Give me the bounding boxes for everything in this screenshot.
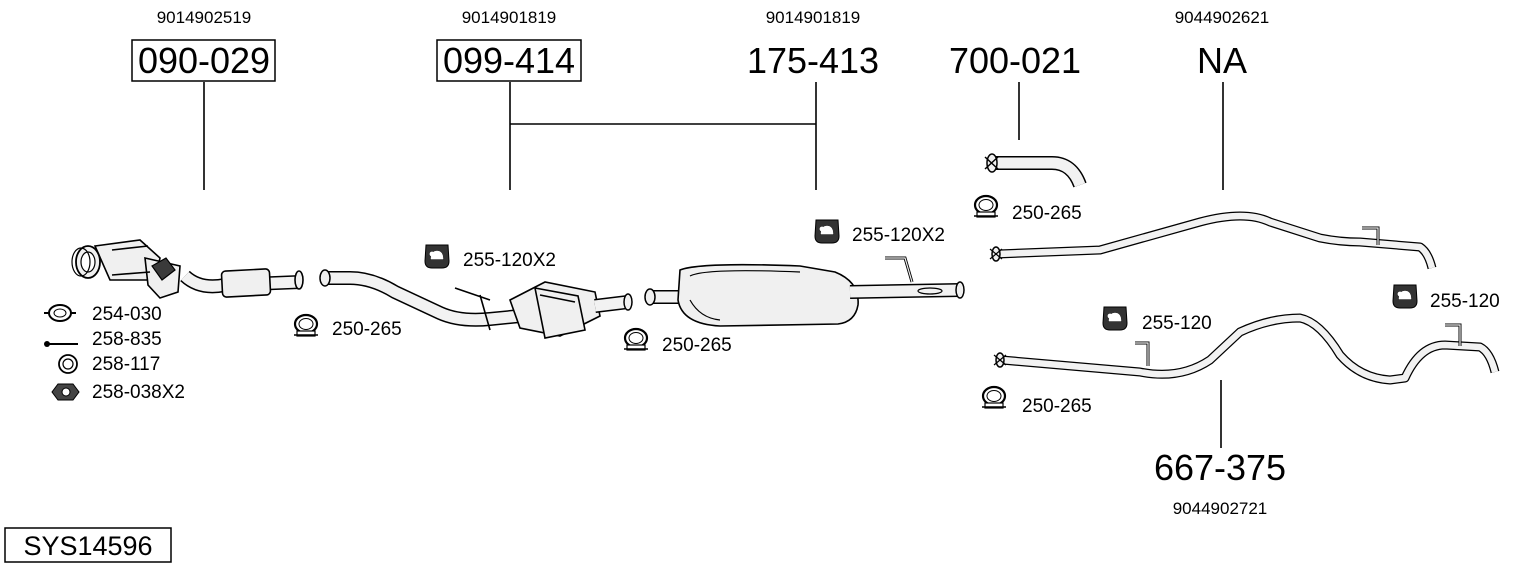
- part-667-375-number[interactable]: 667-375: [1154, 447, 1286, 488]
- part-090-029-oem-label: 9014902519: [157, 8, 252, 27]
- part-175-413-number[interactable]: 175-413: [747, 40, 879, 81]
- system-id-box: [4, 527, 172, 563]
- accessory-258-038x2-label[interactable]: 258-038X2: [92, 382, 185, 403]
- nut-258-038-icon: [51, 383, 80, 401]
- front-pipe-090-029[interactable]: [71, 239, 304, 299]
- system-id-label: SYS14596: [23, 531, 152, 561]
- clamp-254-030-icon: [44, 304, 76, 322]
- part-175-413-oem-label: 9014901819: [766, 8, 861, 27]
- part-na-number[interactable]: NA: [1197, 40, 1247, 81]
- part-090-029-label-box: [131, 39, 276, 82]
- part-na-oem-label: 9044902621: [1175, 8, 1270, 27]
- intermediate-pipe-099-414[interactable]: [319, 269, 633, 339]
- pipe-na[interactable]: [989, 211, 1437, 270]
- clamp-250-265-icon-4: [980, 385, 1008, 410]
- accessory-255-120x2-label-2[interactable]: 255-120X2: [852, 225, 945, 246]
- part-099-414-number[interactable]: 099-414: [443, 40, 575, 81]
- accessory-255-120x2-label-1[interactable]: 255-120X2: [463, 250, 556, 271]
- accessory-250-265-label-1[interactable]: 250-265: [332, 319, 402, 340]
- part-099-414-label-box: [436, 39, 582, 82]
- hanger-255-120x2-icon-2: [814, 219, 840, 244]
- pipe-667-375[interactable]: [993, 313, 1500, 385]
- part-090-029-number[interactable]: 090-029: [138, 40, 270, 81]
- muffler-175-413[interactable]: [644, 256, 965, 327]
- accessory-255-120-label-1[interactable]: 255-120: [1142, 313, 1212, 334]
- accessory-258-117-label[interactable]: 258-117: [92, 354, 160, 375]
- clamp-250-265-icon-1: [292, 313, 320, 338]
- ring-258-117-icon: [58, 354, 78, 374]
- accessory-250-265-label-3[interactable]: 250-265: [1012, 203, 1082, 224]
- hanger-255-120-icon-2: [1392, 284, 1418, 309]
- accessory-255-120-label-2[interactable]: 255-120: [1430, 291, 1500, 312]
- tailpipe-700-021[interactable]: [984, 153, 1087, 188]
- bolt-258-835-icon: [44, 341, 78, 347]
- clamp-250-265-icon-3: [972, 194, 1000, 219]
- accessory-250-265-label-4[interactable]: 250-265: [1022, 396, 1092, 417]
- part-700-021-number[interactable]: 700-021: [949, 40, 1081, 81]
- accessory-250-265-label-2[interactable]: 250-265: [662, 335, 732, 356]
- accessory-254-030-label[interactable]: 254-030: [92, 304, 162, 325]
- accessory-258-835-label[interactable]: 258-835: [92, 329, 162, 350]
- clamp-250-265-icon-2: [622, 327, 650, 352]
- part-099-414-oem-label: 9014901819: [462, 8, 557, 27]
- hanger-255-120x2-icon-1: [424, 244, 450, 269]
- part-667-375-oem-label: 9044902721: [1173, 499, 1268, 518]
- hanger-255-120-icon-1: [1102, 306, 1128, 331]
